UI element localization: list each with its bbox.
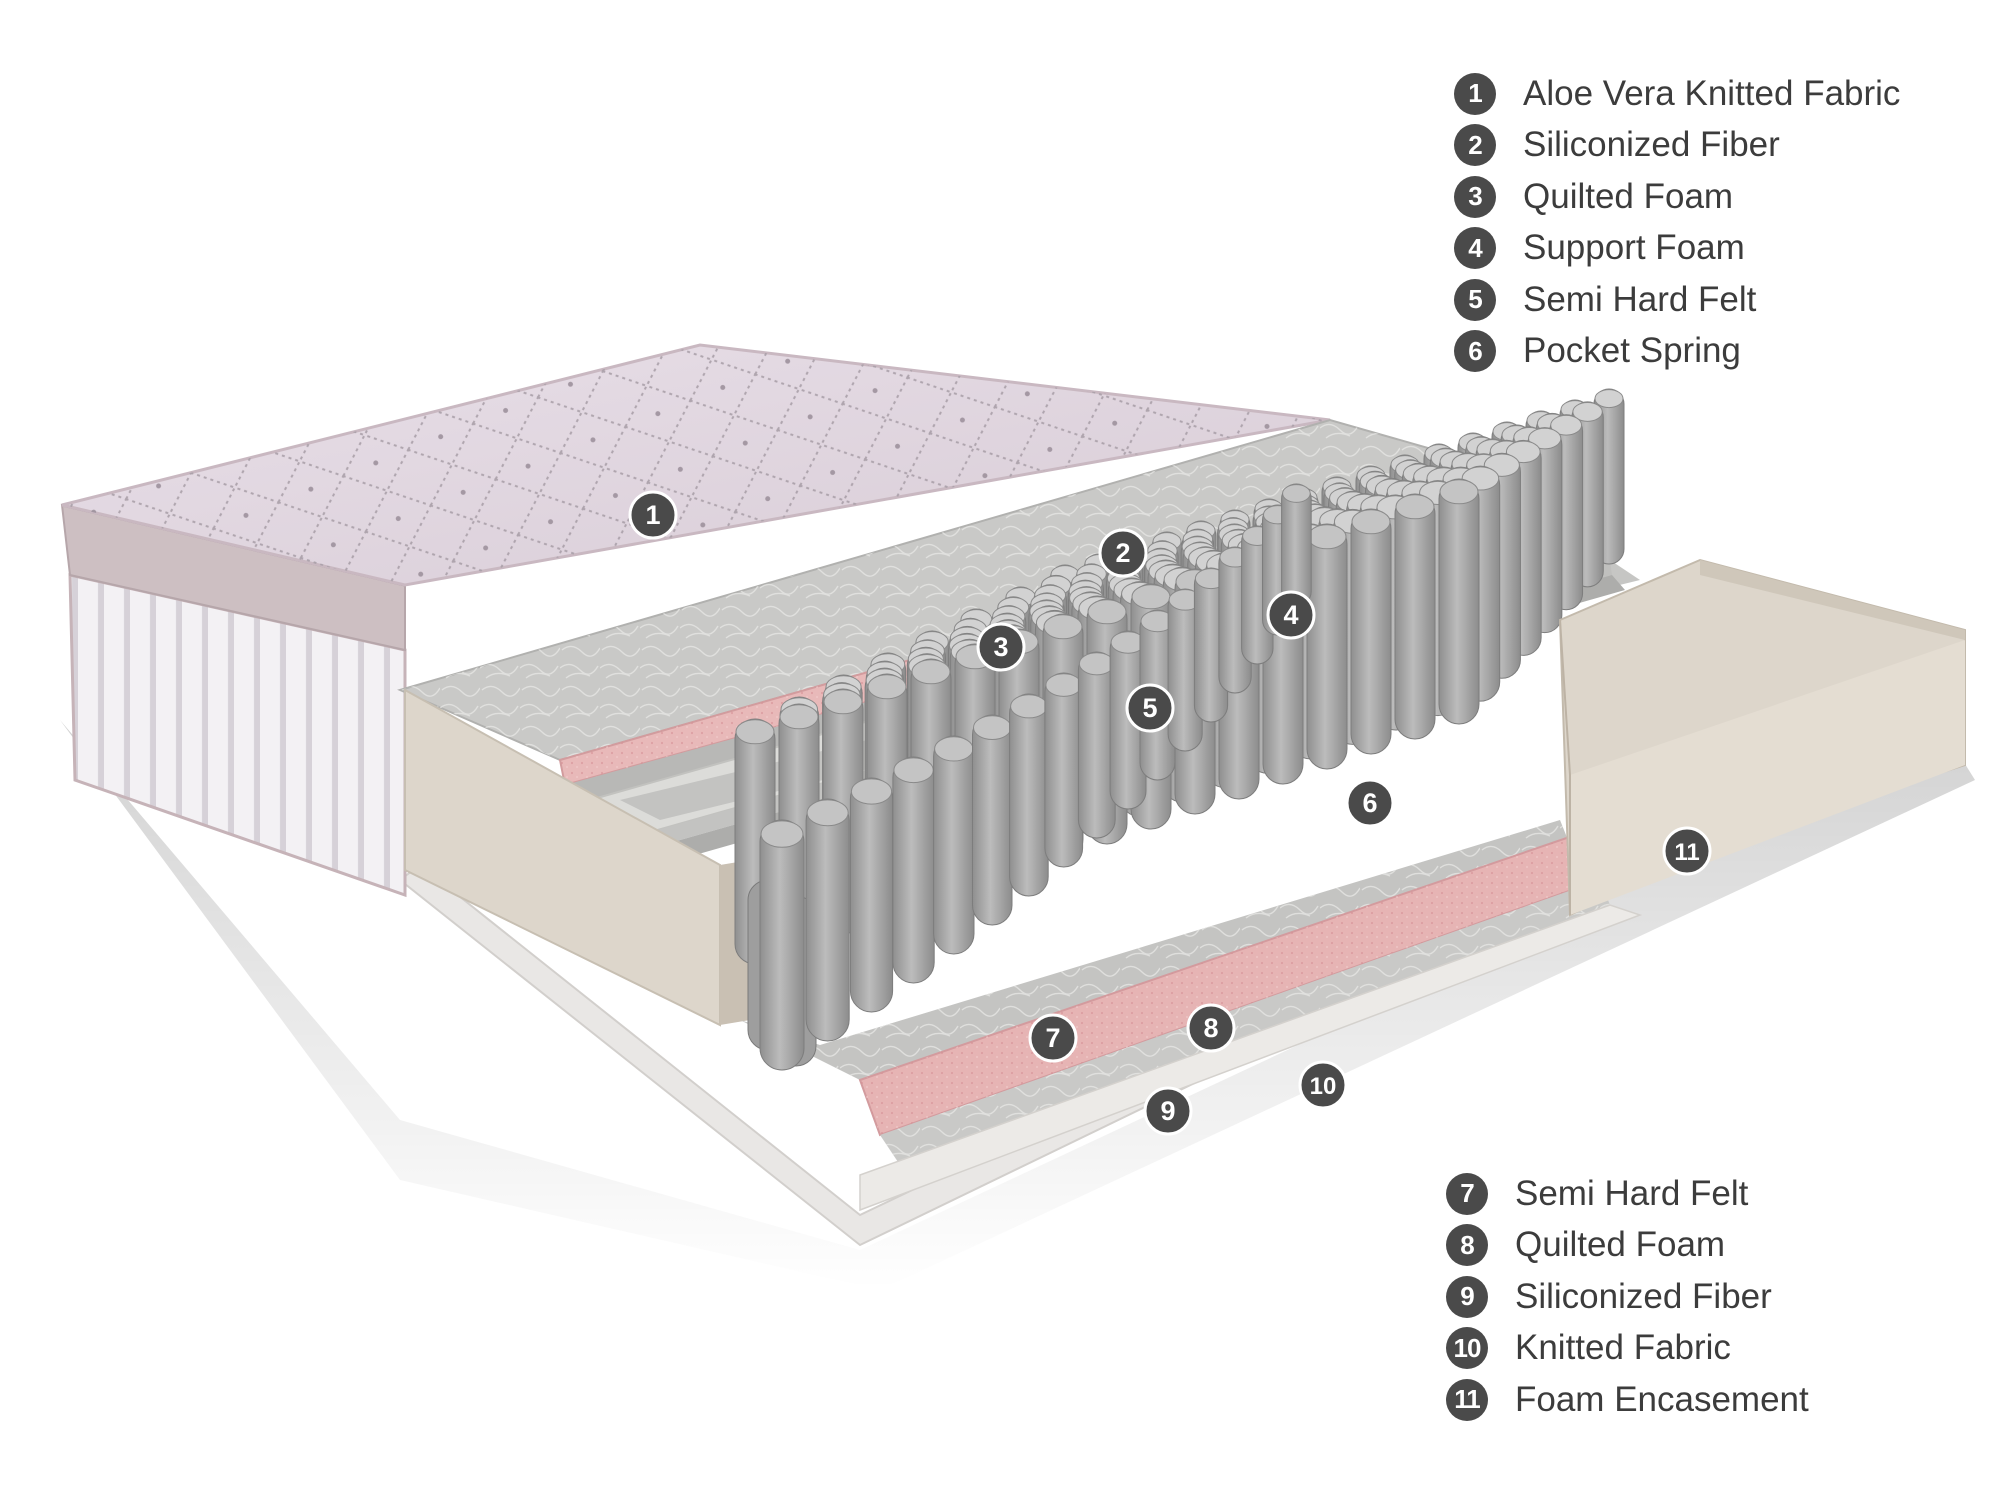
callout-badge-6: 6	[1345, 778, 1395, 828]
layer-label: Siliconized Fiber	[1515, 1276, 1772, 1316]
callout-badge-4: 4	[1266, 590, 1316, 640]
number-badge: 4	[1454, 227, 1496, 270]
callout-number: 8	[1203, 1013, 1218, 1043]
layer-label: Quilted Foam	[1523, 176, 1734, 216]
callout-badge-11: 11	[1662, 826, 1712, 876]
number-badge: 10	[1446, 1327, 1488, 1370]
pocket-spring	[972, 714, 1013, 926]
pocket-spring	[1281, 483, 1312, 607]
callout-number: 11	[1674, 839, 1699, 866]
legend-bottom-item: 9 Siliconized Fiber	[1446, 1271, 1809, 1323]
pocket-spring	[805, 798, 850, 1042]
callout-number: 6	[1362, 788, 1377, 818]
callout-badge-10: 10	[1298, 1060, 1348, 1110]
number-badge: 6	[1454, 330, 1496, 373]
callout-number: 7	[1045, 1023, 1060, 1053]
legend-top-item: 2 Siliconized Fiber	[1454, 120, 1900, 172]
layer-label: Siliconized Fiber	[1523, 125, 1780, 165]
layer-label: Knitted Fabric	[1515, 1328, 1731, 1368]
legend-bottom-item: 7 Semi Hard Felt	[1446, 1168, 1809, 1220]
callout-number: 5	[1142, 693, 1157, 723]
number-badge: 1	[1454, 72, 1496, 115]
layer-label: Aloe Vera Knitted Fabric	[1523, 73, 1901, 113]
layer-label: Semi Hard Felt	[1523, 279, 1757, 319]
callout-number: 9	[1160, 1096, 1175, 1126]
pocket-spring	[892, 756, 935, 984]
pocket-spring-front-row	[747, 483, 1312, 1071]
number-badge: 8	[1446, 1224, 1488, 1267]
pocket-spring	[1350, 508, 1392, 755]
legend-top-item: 6 Pocket Spring	[1454, 326, 1900, 378]
pocket-spring	[1009, 693, 1049, 897]
callout-badge-3: 3	[976, 622, 1026, 672]
callout-number: 1	[645, 500, 660, 530]
layer-label: Pocket Spring	[1523, 331, 1741, 371]
number-badge: 11	[1446, 1378, 1488, 1421]
layer-label: Foam Encasement	[1515, 1379, 1809, 1419]
legend-bottom-item: 10 Knitted Fabric	[1446, 1323, 1809, 1375]
callout-number: 4	[1283, 600, 1298, 630]
pocket-spring	[933, 735, 975, 955]
number-badge: 9	[1446, 1275, 1488, 1318]
callout-badge-2: 2	[1098, 528, 1148, 578]
callout-badge-7: 7	[1028, 1013, 1078, 1063]
pocket-spring	[1044, 672, 1084, 868]
legend-bottom-layers: 7 Semi Hard Felt 8 Quilted Foam 9 Siliconized…	[1446, 1168, 1809, 1426]
layer-label: Semi Hard Felt	[1515, 1173, 1749, 1213]
legend-bottom-item: 8 Quilted Foam	[1446, 1220, 1809, 1272]
layer-label: Support Foam	[1523, 228, 1745, 268]
pocket-spring	[1109, 630, 1147, 810]
number-badge: 5	[1454, 278, 1496, 321]
number-badge: 2	[1454, 124, 1496, 167]
pocket-spring	[1306, 523, 1348, 770]
legend-top-item: 1 Aloe Vera Knitted Fabric	[1454, 68, 1900, 120]
legend-bottom-item: 11 Foam Encasement	[1446, 1374, 1809, 1426]
pocket-spring	[759, 819, 805, 1071]
pocket-spring	[1438, 478, 1480, 725]
callout-number: 10	[1310, 1073, 1337, 1100]
legend-top-item: 3 Quilted Foam	[1454, 171, 1900, 223]
callout-badge-9: 9	[1143, 1086, 1193, 1136]
legend-top-layers: 1 Aloe Vera Knitted Fabric 2 Siliconized Fi…	[1454, 68, 1900, 377]
callout-number: 3	[993, 632, 1008, 662]
callout-badge-5: 5	[1125, 683, 1175, 733]
number-badge: 3	[1454, 175, 1496, 218]
number-badge: 7	[1446, 1172, 1488, 1215]
layer-label: Quilted Foam	[1515, 1225, 1726, 1265]
pocket-spring	[849, 777, 894, 1013]
callout-number: 2	[1115, 538, 1130, 568]
legend-top-item: 4 Support Foam	[1454, 223, 1900, 275]
layer-callouts: 1 2 3 4 5 6 7 8 9 10 11	[628, 490, 1712, 1136]
callout-badge-1: 1	[628, 490, 678, 540]
callout-badge-8: 8	[1186, 1003, 1236, 1053]
legend-top-item: 5 Semi Hard Felt	[1454, 274, 1900, 326]
pocket-spring	[1394, 493, 1436, 740]
